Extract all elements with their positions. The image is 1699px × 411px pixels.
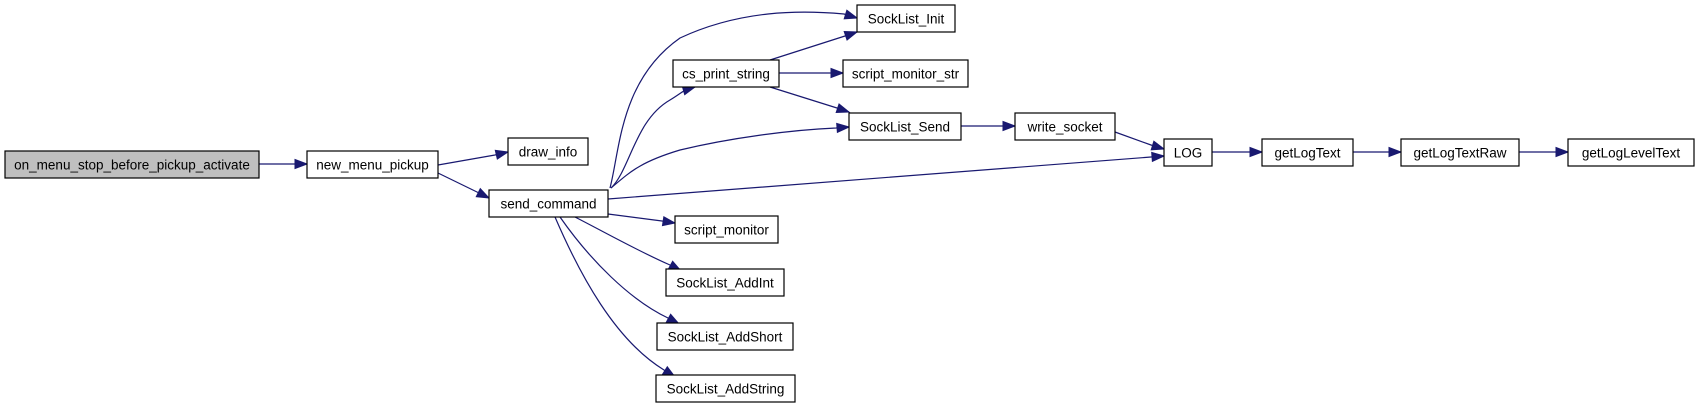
edge-new_menu_pickup-to-send_command xyxy=(437,172,491,199)
arrowhead-icon xyxy=(1150,140,1166,151)
edge-line xyxy=(559,216,680,325)
node-SockList_Send[interactable]: SockList_Send xyxy=(848,112,962,141)
node-box[interactable] xyxy=(656,322,794,351)
edge-line xyxy=(554,216,676,378)
node-label: getLogLevelText xyxy=(1582,146,1681,161)
node-box[interactable] xyxy=(306,150,439,179)
node-script_monitor_str[interactable]: script_monitor_str xyxy=(842,59,969,88)
node-label: SockList_Init xyxy=(868,12,945,27)
node-script_monitor[interactable]: script_monitor xyxy=(674,215,779,244)
arrowhead-icon xyxy=(830,67,845,79)
node-getLogLevelText[interactable]: getLogLevelText xyxy=(1567,138,1695,167)
node-box[interactable] xyxy=(856,4,956,33)
node-label: cs_print_string xyxy=(682,67,770,82)
edge-line xyxy=(610,86,696,189)
edges-layer xyxy=(259,9,1570,378)
node-box[interactable] xyxy=(1014,112,1116,141)
arrowhead-icon xyxy=(294,158,309,170)
node-box[interactable] xyxy=(1261,138,1354,167)
node-LOG[interactable]: LOG xyxy=(1163,138,1213,167)
node-label: LOG xyxy=(1174,146,1203,161)
node-on_menu_stop_before_pickup_activate[interactable]: on_menu_stop_before_pickup_activate xyxy=(4,150,260,179)
node-box[interactable] xyxy=(488,189,609,218)
arrowhead-icon xyxy=(1555,146,1570,158)
node-label: SockList_AddInt xyxy=(676,276,774,291)
node-box[interactable] xyxy=(4,150,260,179)
node-box[interactable] xyxy=(507,137,589,166)
arrowhead-icon xyxy=(1151,151,1166,163)
node-box[interactable] xyxy=(848,112,962,141)
nodes-layer: on_menu_stop_before_pickup_activate new_m… xyxy=(4,4,1695,403)
edge-send_command-to-SockList_AddString xyxy=(554,216,677,378)
arrowhead-icon xyxy=(661,215,677,227)
node-label: script_monitor_str xyxy=(852,67,960,82)
node-box[interactable] xyxy=(672,59,780,88)
edge-send_command-to-SockList_AddShort xyxy=(559,216,681,325)
edge-new_menu_pickup-to-draw_info xyxy=(437,149,510,166)
node-SockList_AddInt[interactable]: SockList_AddInt xyxy=(665,268,785,297)
node-box[interactable] xyxy=(674,215,779,244)
arrowhead-icon xyxy=(1388,146,1403,158)
edge-cs_print_string-to-script_monitor_str xyxy=(779,67,845,79)
edge-getLogTextRaw-to-getLogLevelText xyxy=(1519,146,1570,158)
arrowhead-icon xyxy=(836,122,851,134)
edge-cs_print_string-to-SockList_Init xyxy=(769,30,859,61)
arrowhead-icon xyxy=(1002,120,1017,132)
edge-line xyxy=(607,155,1165,200)
edge-SockList_Send-to-write_socket xyxy=(961,120,1017,132)
node-label: getLogTextRaw xyxy=(1413,146,1506,161)
node-getLogTextRaw[interactable]: getLogTextRaw xyxy=(1400,138,1520,167)
edge-line xyxy=(609,11,858,189)
node-label: getLogText xyxy=(1274,146,1340,161)
edge-send_command-to-cs_print_string xyxy=(610,85,697,189)
node-cs_print_string[interactable]: cs_print_string xyxy=(672,59,780,88)
node-new_menu_pickup[interactable]: new_menu_pickup xyxy=(306,150,439,179)
edge-getLogText-to-getLogTextRaw xyxy=(1353,146,1403,158)
edge-line xyxy=(574,216,682,272)
node-label: SockList_Send xyxy=(860,120,950,135)
arrowhead-icon xyxy=(475,187,491,199)
node-box[interactable] xyxy=(655,374,796,403)
node-draw_info[interactable]: draw_info xyxy=(507,137,589,166)
node-label: SockList_AddShort xyxy=(668,330,783,345)
edge-send_command-to-SockList_Init xyxy=(609,9,859,189)
edge-line xyxy=(610,126,850,189)
node-box[interactable] xyxy=(842,59,969,88)
node-label: send_command xyxy=(500,197,596,212)
node-label: new_menu_pickup xyxy=(316,158,429,173)
node-label: SockList_AddString xyxy=(667,382,785,397)
node-label: on_menu_stop_before_pickup_activate xyxy=(14,158,250,173)
node-SockList_AddString[interactable]: SockList_AddString xyxy=(655,374,796,403)
edge-cs_print_string-to-SockList_Send xyxy=(769,86,851,114)
node-SockList_Init[interactable]: SockList_Init xyxy=(856,4,956,33)
arrowhead-icon xyxy=(835,103,851,114)
node-label: write_socket xyxy=(1026,120,1102,135)
node-box[interactable] xyxy=(1567,138,1695,167)
arrowhead-icon xyxy=(843,9,859,20)
node-send_command[interactable]: send_command xyxy=(488,189,609,218)
node-box[interactable] xyxy=(1400,138,1520,167)
arrowhead-icon xyxy=(494,149,510,160)
node-getLogText[interactable]: getLogText xyxy=(1261,138,1354,167)
edge-write_socket-to-LOG xyxy=(1114,131,1166,151)
edge-send_command-to-SockList_Send xyxy=(610,122,851,189)
node-label: draw_info xyxy=(519,145,578,160)
node-box[interactable] xyxy=(665,268,785,297)
edge-send_command-to-script_monitor xyxy=(607,213,677,227)
arrowhead-icon xyxy=(1249,146,1264,158)
edge-on_menu_stop_before_pickup_activate-to-new_menu_pickup xyxy=(259,158,309,170)
edge-LOG-to-getLogText xyxy=(1212,146,1264,158)
arrowhead-icon xyxy=(843,30,859,41)
node-write_socket[interactable]: write_socket xyxy=(1014,112,1116,141)
node-box[interactable] xyxy=(1163,138,1213,167)
node-label: script_monitor xyxy=(684,223,769,238)
node-SockList_AddShort[interactable]: SockList_AddShort xyxy=(656,322,794,351)
edge-line xyxy=(769,31,858,61)
edge-send_command-to-LOG xyxy=(607,151,1166,200)
